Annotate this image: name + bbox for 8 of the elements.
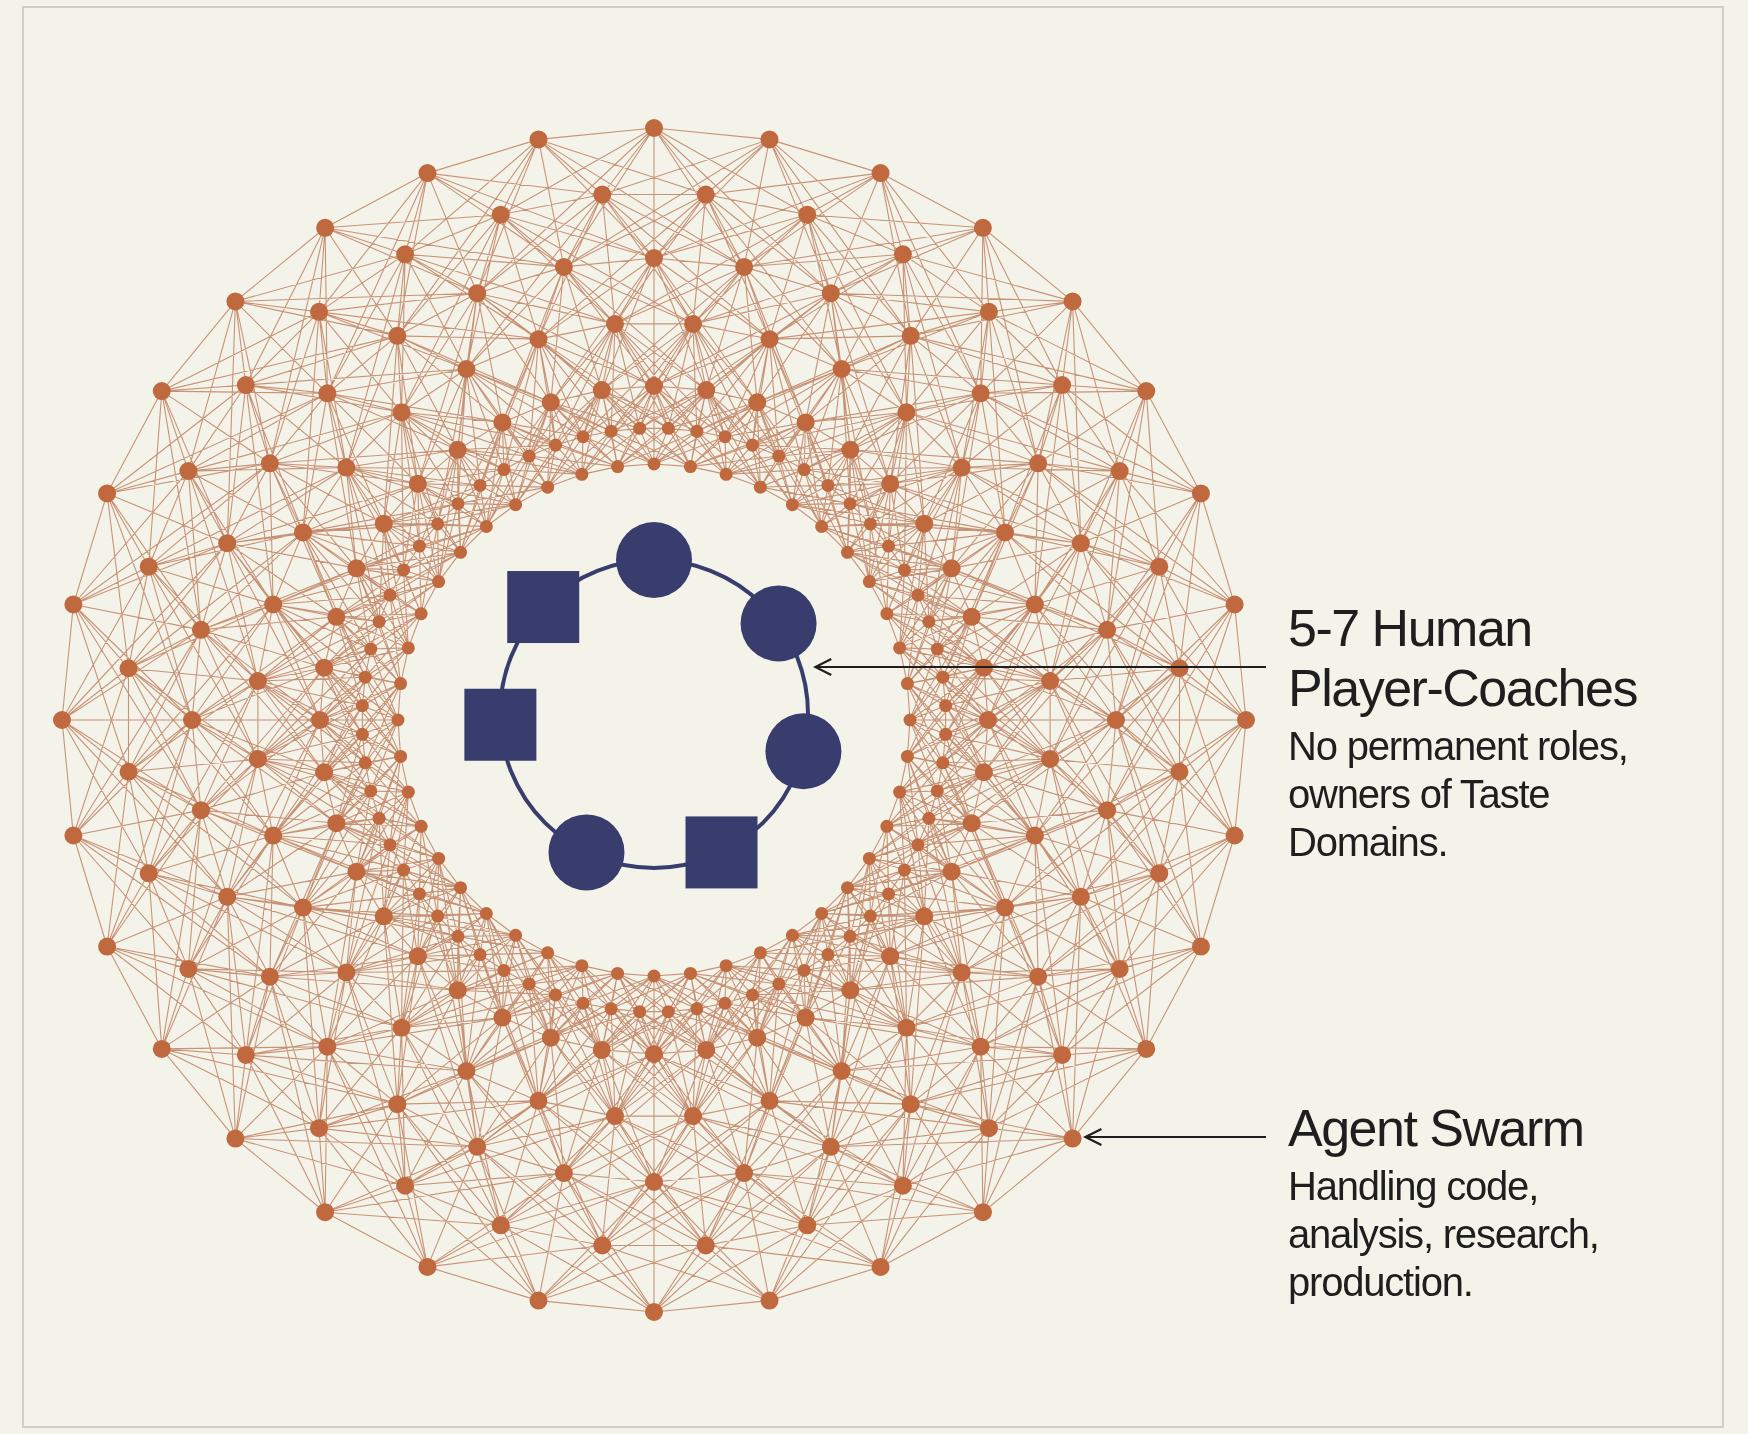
leader-arrow bbox=[814, 657, 1266, 677]
network-drawing bbox=[53, 119, 1255, 1321]
callout-heading: Agent Swarm bbox=[1288, 1098, 1585, 1158]
callout-text: Handling code, analysis, research, production. bbox=[1288, 1163, 1600, 1306]
callout-text: No permanent roles, owners of Taste Domains. bbox=[1288, 723, 1629, 866]
leader-arrow bbox=[1084, 1127, 1266, 1147]
ring-network-drawing bbox=[464, 522, 842, 891]
callout-heading: 5-7 Human Player-Coaches bbox=[1288, 598, 1638, 718]
